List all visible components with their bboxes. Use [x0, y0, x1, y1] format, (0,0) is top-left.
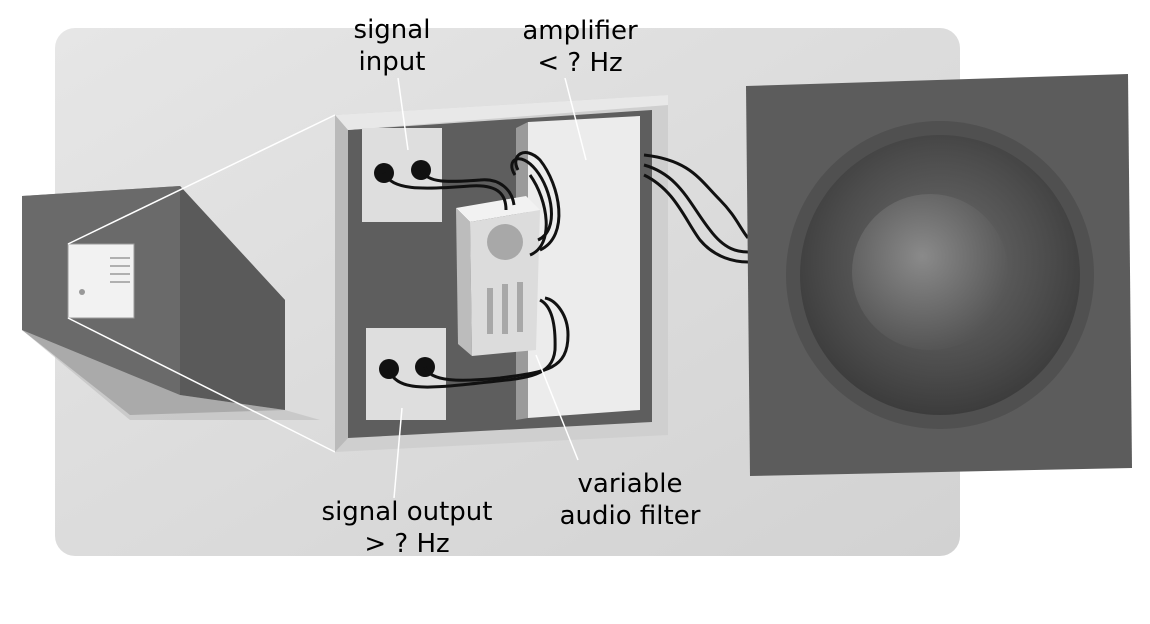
label-signal-output: signal output > ? Hz — [298, 496, 516, 560]
zoom-guide-bottom — [67, 317, 336, 453]
internal-cables — [382, 151, 570, 389]
label-amplifier-line2: < ? Hz — [537, 48, 623, 78]
label-signal-output-line1: signal output — [321, 497, 493, 527]
signal-input-terminal — [362, 128, 442, 222]
woofer-speaker — [746, 74, 1132, 476]
label-signal-input: signal input — [332, 14, 452, 78]
label-amplifier-line1: amplifier — [522, 16, 638, 46]
label-variable-filter: variable audio filter — [530, 468, 730, 532]
label-variable-filter-line1: variable — [577, 469, 683, 499]
filter-module — [456, 208, 472, 356]
woofer-dust-cap — [852, 194, 1008, 350]
label-signal-output-line2: > ? Hz — [364, 529, 450, 559]
label-amplifier: amplifier < ? Hz — [496, 15, 664, 79]
crossover-board — [335, 95, 668, 452]
label-signal-input-line1: signal — [353, 15, 431, 45]
speaker-enclosure — [22, 186, 320, 420]
filter-knob — [487, 224, 523, 260]
filter-board — [528, 116, 640, 418]
crossover-plate — [67, 243, 135, 319]
zoom-guide-top — [67, 114, 336, 245]
signal-output-terminal — [366, 328, 446, 420]
label-signal-input-line2: input — [358, 47, 426, 77]
leader-lines — [393, 77, 587, 499]
label-variable-filter-line2: audio filter — [559, 501, 701, 531]
speaker-cables — [643, 153, 750, 264]
